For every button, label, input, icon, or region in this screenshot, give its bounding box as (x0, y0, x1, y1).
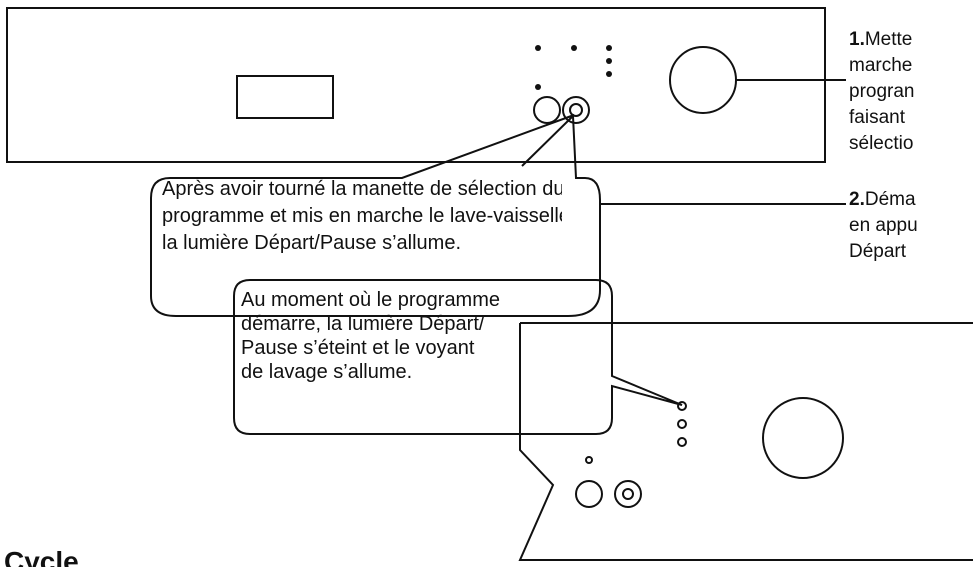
callout-1-line: la lumière Départ/Pause s’allume. (162, 232, 462, 254)
start-pause-button (562, 96, 590, 124)
on-off-button-bottom (575, 480, 603, 508)
on-off-button (533, 96, 561, 124)
indicator-dot (606, 71, 612, 77)
step-1-line: sélectio (849, 133, 914, 154)
callout-2-bubble (233, 279, 683, 435)
section-heading: Cycle (4, 546, 79, 567)
callout-1-text: Après avoir tourné la manette de sélecti… (162, 176, 562, 257)
callout-2-line: de lavage s’allume. (241, 361, 413, 383)
callout-2-line: démarre, la lumière Départ/ (241, 313, 485, 335)
step-1-line: Mette (864, 29, 913, 50)
indicator-light-4 (585, 456, 593, 464)
callout-1-bubble (150, 113, 601, 317)
display-window (236, 75, 334, 119)
step-2-line: Déma (864, 189, 916, 210)
indicator-dot (606, 45, 612, 51)
step-1-line: faisant (849, 107, 905, 128)
step-2-text: 2.Déma en appu Départ (849, 187, 973, 265)
callout-1-line: programme et mis en marche le lave-vaiss… (162, 205, 562, 227)
callout-2-line: Au moment où le programme (241, 289, 501, 311)
program-selector-knob (669, 46, 737, 114)
step-2-line: Départ (849, 241, 907, 262)
callout-1-line: Après avoir tourné la manette de sélecti… (162, 178, 562, 200)
step-1-number: 1. (849, 29, 865, 50)
step-2-number: 2. (849, 189, 865, 210)
indicator-dot (606, 58, 612, 64)
indicator-light-2 (677, 419, 687, 429)
step-2-line: en appu (849, 215, 918, 236)
indicator-dot (535, 45, 541, 51)
step-1-text: 1.Mette marche progran faisant sélectio (849, 27, 973, 157)
step-1-line: progran (849, 81, 915, 102)
step-1-line: marche (849, 55, 913, 76)
program-selector-knob-bottom (762, 397, 844, 479)
callout-2-line: Pause s’éteint et le voyant (241, 337, 475, 359)
start-pause-light (569, 103, 583, 117)
wash-light (677, 401, 687, 411)
callout-2-text: Au moment où le programme démarre, la lu… (241, 288, 601, 384)
indicator-dot (571, 45, 577, 51)
control-panel-top (6, 7, 826, 163)
indicator-dot (535, 84, 541, 90)
control-panel-bottom (518, 322, 973, 561)
indicator-light-3 (677, 437, 687, 447)
start-pause-button-bottom (614, 480, 642, 508)
start-pause-light-bottom (622, 488, 634, 500)
